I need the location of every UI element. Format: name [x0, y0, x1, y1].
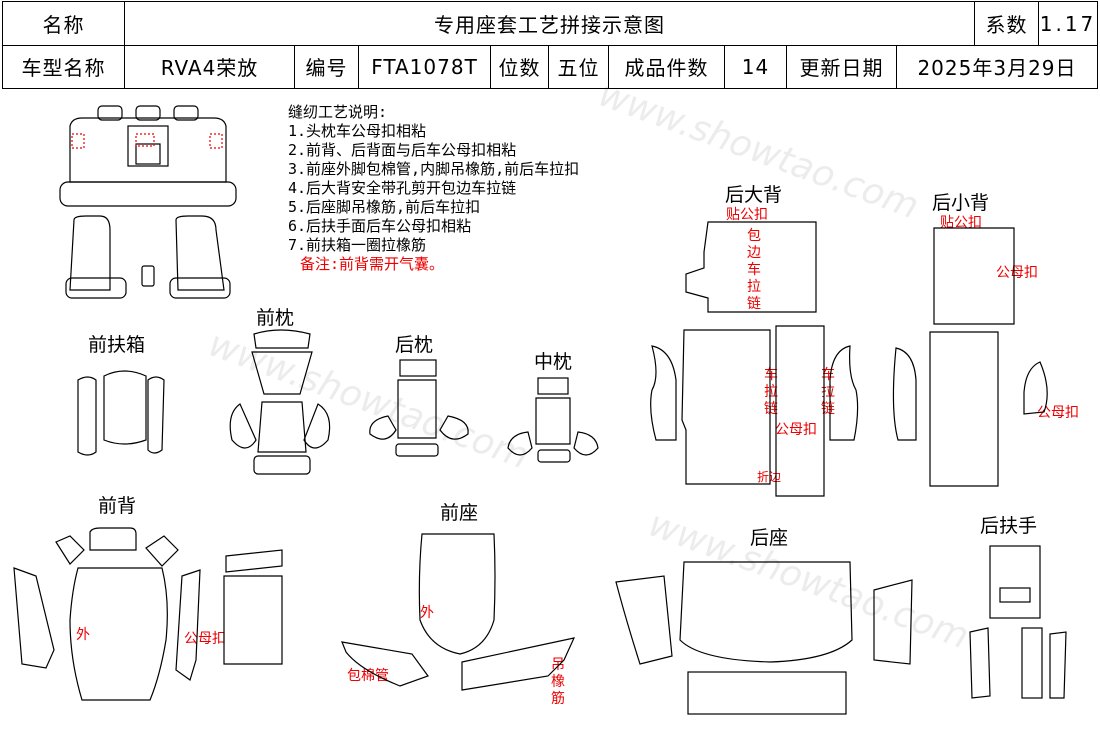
seats-label: 位数	[491, 45, 549, 88]
page-title: 专用座套工艺拼接示意图	[125, 2, 975, 45]
code-label: 编号	[295, 45, 359, 88]
annotation-paste-buckle: 贴公扣	[726, 207, 768, 223]
annotation-fold-edge: 折边	[757, 470, 782, 484]
pieces-value: 14	[725, 45, 787, 88]
annotation-cotton-tube: 包棉管	[347, 668, 389, 684]
header-table: 名称 专用座套工艺拼接示意图 系数 1.17 车型名称 RVA4荣放 编号 FT…	[2, 1, 1098, 89]
front-headrest-pieces	[229, 329, 331, 475]
model-label: 车型名称	[3, 45, 125, 88]
note-item: 6.后扶手面后车公母扣相粘	[288, 217, 472, 235]
model-value: RVA4荣放	[125, 45, 295, 88]
label-front-back: 前背	[98, 495, 137, 517]
note-item: 2.前背、后背面与后车公母扣相粘	[288, 141, 517, 159]
annotation-mf-buckle: 公母扣	[996, 265, 1038, 281]
label-rear-armrest: 后扶手	[980, 515, 1038, 537]
front-seat-pieces	[341, 533, 576, 691]
annotation-mf-buckle: 公母扣	[1037, 405, 1079, 421]
updated-label: 更新日期	[787, 45, 897, 88]
notes-heading: 缝纫工艺说明:	[288, 103, 388, 121]
rear-big-back-pieces	[650, 221, 859, 497]
rear-armrest-pieces	[969, 545, 1067, 699]
rear-small-back-pieces	[892, 227, 1048, 487]
label-rear-seat: 后座	[750, 527, 789, 549]
annotation-paste-buckle: 贴公扣	[940, 215, 982, 231]
annotation-mf-buckle: 公母扣	[775, 422, 817, 438]
series-value: 1.17	[1039, 11, 1097, 36]
notes-remark: 备注:前背需开气囊。	[300, 255, 445, 273]
label-front-headrest: 前枕	[256, 307, 295, 329]
pieces-label: 成品件数	[609, 45, 725, 88]
label-middle-headrest: 中枕	[534, 351, 573, 373]
label-rear-headrest: 后枕	[395, 334, 434, 356]
rear-headrest-pieces	[369, 359, 469, 457]
middle-headrest-pieces	[507, 377, 599, 463]
annotation-elastic: 吊橡筋	[551, 657, 565, 707]
annotation-outer: 外	[420, 605, 434, 621]
series-label: 系数	[975, 2, 1039, 45]
annotation-mf-buckle: 公母扣	[184, 631, 226, 647]
annotation-outer: 外	[76, 627, 90, 643]
note-item: 4.后大背安全带孔剪开包边车拉链	[288, 179, 517, 197]
sewing-notes: 缝纫工艺说明: 1.头枕车公母扣相粘 2.前背、后背面与后车公母扣相粘 3.前座…	[288, 103, 579, 274]
label-rear-small-back: 后小背	[932, 192, 990, 214]
seats-value: 五位	[549, 45, 609, 88]
rear-seat-pieces	[615, 561, 913, 715]
note-item: 5.后座脚吊橡筋,前后车拉扣	[288, 198, 481, 216]
label-front-seat: 前座	[440, 502, 479, 524]
name-label: 名称	[3, 2, 125, 45]
note-item: 7.前扶箱一圈拉橡筋	[288, 236, 427, 254]
seat-overview-thumbnail	[59, 105, 237, 299]
label-rear-big-back: 后大背	[725, 184, 783, 206]
annotation-zipper-left: 车拉链	[764, 367, 778, 417]
annotation-binding-zipper: 包边车拉链	[747, 228, 761, 312]
label-front-armbox: 前扶箱	[88, 334, 146, 356]
note-item: 3.前座外脚包棉管,内脚吊橡筋,前后车拉扣	[288, 160, 580, 178]
front-armbox-pieces	[77, 370, 165, 456]
front-back-pieces	[13, 527, 283, 701]
code-value: FTA1078T	[359, 45, 491, 88]
updated-value: 2025年3月29日	[917, 56, 1077, 80]
note-item: 1.头枕车公母扣相粘	[288, 122, 427, 140]
